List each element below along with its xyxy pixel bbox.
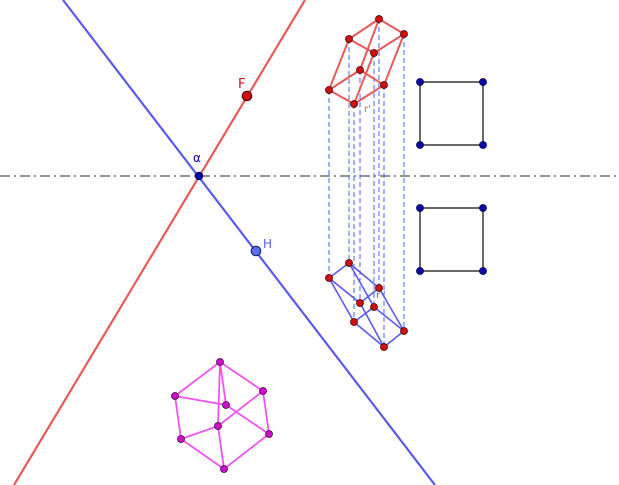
magenta-cube	[174, 360, 270, 471]
label-r-prime: r'	[364, 104, 371, 115]
label-H: H	[263, 237, 272, 251]
red-trace-line[interactable]	[13, 0, 306, 485]
point-F[interactable]	[241, 90, 253, 102]
projection-lines	[328, 19, 405, 347]
label-F: F	[238, 77, 245, 92]
blue-cube-projection	[328, 262, 405, 348]
point-alpha[interactable]	[194, 171, 204, 181]
label-alpha: α	[193, 151, 201, 165]
magenta-cube-vertices[interactable]	[171, 358, 273, 473]
black-square-lower	[419, 207, 484, 272]
label-r-double-prime: r''	[376, 290, 386, 301]
red-cube-projection	[328, 18, 405, 105]
point-H[interactable]	[250, 245, 262, 257]
square-vertices[interactable]	[416, 78, 487, 275]
red-cube-vertices[interactable]	[325, 15, 408, 108]
blue-trace-line[interactable]	[62, 0, 436, 485]
black-square-upper	[419, 81, 484, 146]
blue-cube-vertices[interactable]	[325, 259, 408, 351]
